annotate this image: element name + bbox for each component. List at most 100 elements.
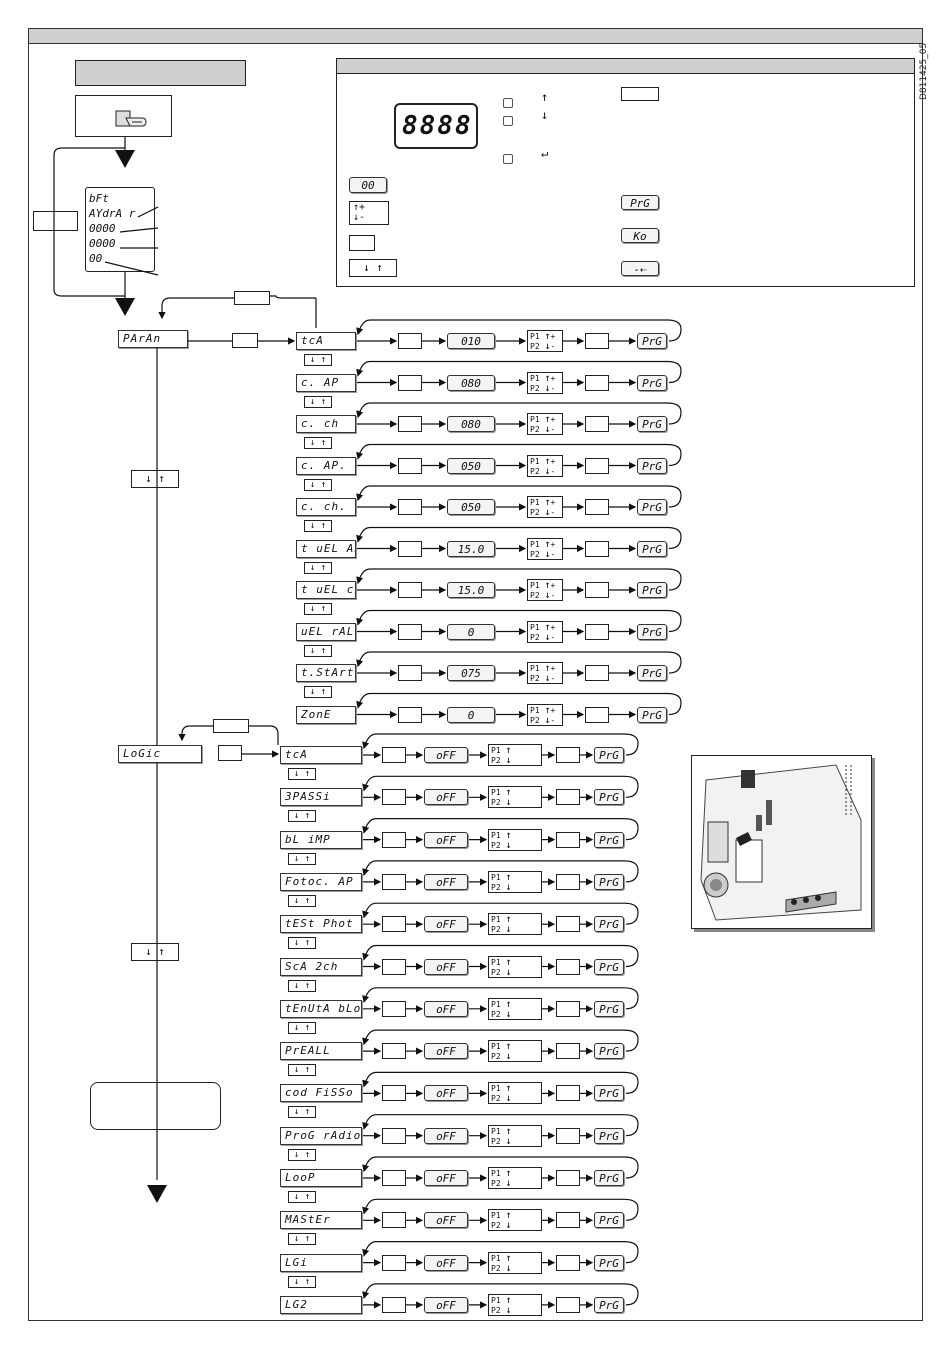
logic-prg-button: PrG	[594, 747, 624, 763]
logic-enter-blank-box	[218, 745, 242, 761]
minus-label: -	[550, 383, 556, 393]
p2-label: P2	[530, 715, 540, 725]
logic-item-label: tEnUtA bLocco	[280, 999, 362, 1018]
p2-label: P2	[530, 508, 540, 517]
down-arrow-icon: ↓	[505, 1304, 512, 1316]
param-menu-label: PArAn	[118, 330, 188, 348]
logic-item-value: oFF	[424, 958, 468, 975]
p2-label: P2	[530, 674, 540, 683]
legend-panel: 8888 ↑ ↓ ↵ 00 ↑+ ↓- ↓ ↑ PrG Ko -⇠	[336, 58, 915, 287]
logic-item-value: oFF	[424, 1127, 468, 1144]
down-arrow-icon: ↓	[505, 1135, 512, 1147]
down-arrow-icon: ↓	[544, 673, 551, 684]
logic-p1-p2-box: P1 ↑P2 ↓	[488, 997, 542, 1020]
up-arrow-icon: ↑	[304, 811, 311, 822]
up-arrow-icon: ↑	[304, 1065, 311, 1076]
param-confirm-box	[585, 582, 609, 598]
p1-up-line: P1 ↑	[491, 1126, 512, 1137]
p1-label: P1	[491, 1253, 501, 1263]
logic-prg-button: PrG	[594, 1085, 624, 1102]
logic-item-label: LGi	[280, 1253, 362, 1272]
down-arrow-icon: ↓	[505, 839, 512, 851]
p2-label: P2	[491, 840, 501, 850]
up-arrow-icon: ↑	[320, 355, 327, 365]
param-top-blank-box	[234, 291, 270, 305]
logic-p1-p2-box: P1 ↑P2 ↓	[488, 1293, 542, 1316]
p1-up-line: P1 ↑	[491, 999, 512, 1010]
param-item-label: c. AP	[296, 373, 356, 392]
hand-key-icon	[115, 110, 147, 127]
up-arrow-icon: ↑	[505, 1083, 512, 1095]
p1-up-line: P1 ↑	[491, 746, 512, 756]
param-enter-box	[398, 333, 422, 349]
minus-label: -	[550, 591, 556, 600]
up-arrow-icon: ↑	[304, 769, 311, 779]
up-arrow-icon: ↑	[544, 455, 551, 467]
p2-down-line: P2 ↓	[491, 882, 512, 893]
startup-line: 0000	[89, 222, 116, 235]
startup-line: bFt	[89, 192, 109, 205]
logic-prg-button: PrG	[594, 916, 624, 933]
param-prg-button: PrG	[637, 665, 667, 681]
logic-item-value: oFF	[424, 1212, 468, 1229]
logic-p1-p2-box: P1 ↑P2 ↓	[488, 1167, 542, 1189]
plus-label: +	[550, 332, 556, 341]
logic-prg-button: PrG	[594, 1170, 624, 1186]
p2-label: P2	[491, 1263, 501, 1273]
logic-p1-p2-box: P1 ↑P2 ↓	[488, 1082, 542, 1105]
up-arrow-icon: ↑	[320, 521, 327, 531]
logic-item-label: LG2	[280, 1295, 362, 1314]
p2-down-line: P2 ↓-	[530, 591, 555, 601]
p2-down-line: P2 ↓	[491, 925, 512, 935]
up-arrow-icon: ↑	[320, 396, 327, 407]
down-arrow-icon: ↓	[293, 1022, 300, 1033]
p2-down-line: P2 ↓-	[530, 632, 555, 643]
logic-item-value: oFF	[424, 1043, 468, 1060]
param-enter-box	[398, 499, 422, 515]
param-item-value: 080	[447, 416, 495, 432]
p1-label: P1	[530, 581, 540, 590]
up-arrow-icon: ↑	[320, 604, 327, 614]
logic-prg-button: PrG	[594, 1212, 624, 1229]
p1-up-line: P1 ↑+	[530, 538, 555, 550]
up-arrow-icon: ↑	[505, 914, 512, 926]
up-arrow-icon: ↑	[544, 538, 551, 550]
param-confirm-box	[585, 416, 609, 432]
logic-item-label: tESt Phot	[280, 915, 362, 934]
p1-label: P1	[530, 622, 540, 632]
logic-confirm-box	[556, 789, 580, 806]
p2-label: P2	[530, 383, 540, 393]
logic-p1-p2-box: P1 ↑P2 ↓	[488, 870, 542, 893]
logic-enter-box	[382, 1043, 406, 1060]
p1-up-line: P1 ↑+	[530, 373, 555, 384]
param-enter-blank-box	[232, 333, 258, 348]
logic-p1-p2-box: P1 ↑P2 ↓	[488, 744, 542, 766]
down-arrow-icon: ↓	[505, 797, 512, 809]
up-arrow-icon: ↑	[304, 853, 311, 864]
param-p1-p2-box: P1 ↑+P2 ↓-	[527, 496, 563, 518]
up-arrow-icon: ↑	[320, 645, 327, 656]
p2-down-line: P2 ↓	[491, 967, 512, 978]
logic-prg-button: PrG	[594, 958, 624, 975]
logic-enter-box	[382, 1127, 406, 1144]
enter-arrow-icon: ↵	[541, 146, 549, 160]
logic-p1-p2-box: P1 ↑P2 ↓	[488, 1040, 542, 1063]
board-illustration	[691, 755, 872, 929]
key-panel	[75, 95, 172, 137]
logic-item-label: tcA	[280, 746, 362, 764]
p2-label: P2	[491, 1052, 501, 1062]
p2-label: P2	[491, 1305, 501, 1315]
up-arrow-icon: ↑	[320, 562, 327, 573]
logic-top-blank-box	[213, 719, 249, 733]
param-prg-button: PrG	[637, 623, 667, 640]
up-arrow-icon: ↑	[304, 1234, 311, 1245]
p1-label: P1	[530, 539, 540, 549]
up-arrow-icon: ↑	[320, 479, 327, 490]
p1-up-line: P1 ↑+	[530, 664, 555, 674]
legend-arrows-box: ↓ ↑	[349, 259, 397, 277]
param-item-value: 050	[447, 457, 495, 474]
param-enter-box	[398, 706, 422, 723]
plus-label: +	[550, 498, 556, 507]
